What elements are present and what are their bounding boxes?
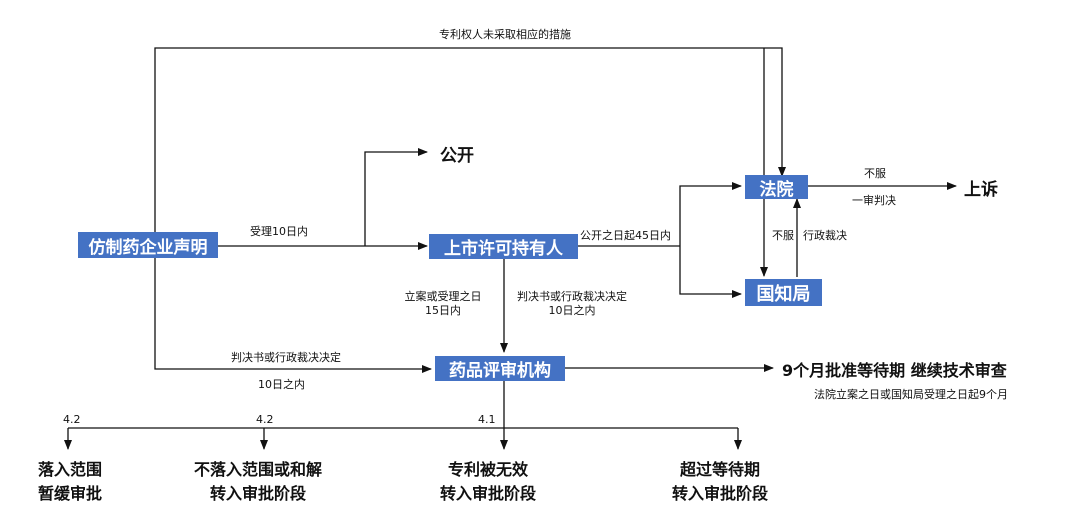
wait-period-text: 9个月批准等待期 继续技术审查 [782, 361, 1007, 380]
outcome-1-line1: 落入范围 [37, 460, 103, 479]
outcome-patent-invalid: 专利被无效 转入审批阶段 [440, 458, 536, 506]
outcome-1-line2: 暂缓审批 [37, 484, 103, 503]
label-branch-4-2-a: 4.2 [63, 413, 81, 426]
mah-box: 上市许可持有人 [429, 234, 578, 259]
label-top-path: 专利权人未采取相应的措施 [439, 28, 571, 41]
label-not-accept-2: 不服 [772, 229, 794, 242]
outcome-4-line1: 超过等待期 [679, 460, 761, 479]
line-to-court [679, 182, 742, 246]
label-bottom-within10: 10日之内 [258, 378, 305, 391]
label-within10: 受理10日内 [250, 225, 308, 238]
outcome-fall-in-scope: 落入范围 暂缓审批 [38, 458, 102, 506]
label-judgment-line2: 10日之内 [548, 304, 596, 317]
appeal-text: 上诉 [964, 180, 998, 200]
label-judgment-line1: 判决书或行政裁决决定 [517, 290, 627, 303]
line-top-path [154, 47, 786, 232]
label-within45: 公开之日起45日内 [580, 229, 671, 242]
label-branch-4-1: 4.1 [478, 413, 496, 426]
outcome-2-line1: 不落入范围或和解 [193, 460, 323, 479]
line-to-cnipa [679, 246, 742, 298]
outcome-not-in-scope: 不落入范围或和解 转入审批阶段 [194, 458, 322, 506]
generic-declaration-box: 仿制药企业声明 [78, 232, 218, 258]
outcome-exceed-wait: 超过等待期 转入审批阶段 [672, 458, 768, 506]
public-text: 公开 [440, 146, 474, 166]
outcome-3-line1: 专利被无效 [447, 460, 529, 479]
label-bottom-judgment: 判决书或行政裁决决定 [231, 351, 341, 364]
cnipa-box: 国知局 [745, 279, 822, 306]
label-branch-4-2-b: 4.2 [256, 413, 274, 426]
outcome-2-line2: 转入审批阶段 [209, 484, 307, 503]
outcome-4-line2: 转入审批阶段 [671, 484, 769, 503]
outcome-3-line2: 转入审批阶段 [439, 484, 537, 503]
line-decl-to-review [154, 258, 432, 373]
court-box: 法院 [745, 175, 808, 200]
label-admin-ruling: 行政裁决 [803, 229, 847, 242]
label-not-accept-1: 不服 [864, 167, 886, 180]
wait-note: 法院立案之日或国知局受理之日起9个月 [814, 388, 1008, 401]
drug-review-box: 药品评审机构 [435, 356, 565, 381]
label-filing-line1: 立案或受理之日 [404, 290, 482, 303]
label-first-judgment: 一审判决 [852, 194, 896, 207]
line-to-public [364, 148, 428, 246]
label-filing-line2: 15日内 [425, 304, 461, 317]
